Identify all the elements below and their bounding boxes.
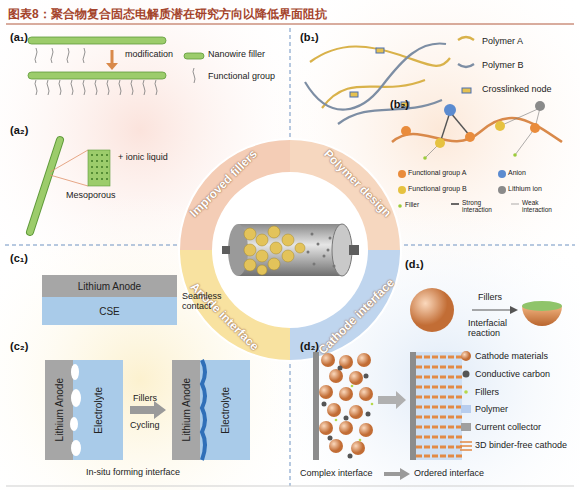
panel-label: (d₁) [405,258,424,271]
label-text: Polymer B [482,60,524,70]
label-text: Crosslinked node [482,84,552,94]
label-text: Interfacial reaction [468,318,528,339]
label-text: Anion [508,169,526,177]
node-text: Lithium Anode [54,378,65,441]
panel-label: (b₁) [300,31,319,44]
label-text: + ionic liquid [118,152,168,162]
label-text: Polymer A [482,36,523,46]
node-text: Lithium Anode [78,281,141,292]
panel-label: (a₁) [10,31,28,44]
label-text: Cycling [130,420,160,430]
label-text: Fillers [133,393,157,403]
figure-title: 图表8：聚合物复合固态电解质潜在研究方向以降低界面阻抗 [8,6,327,23]
panel-label: (c₂) [10,340,28,353]
label-text: Seamless contact [182,291,232,312]
label-text: Mesoporous [66,190,116,200]
label-text: Ordered interface [414,468,484,478]
node-text: CSE [99,306,120,317]
label-text: Cathode materials [475,351,548,361]
label-text: Functional group B [408,185,467,193]
layer-box: Lithium Anode [172,360,200,460]
layer-box: Electrolyte [200,360,250,460]
label-text: modification [125,49,173,59]
panel-label: (c₁) [10,252,28,265]
label-text: Current collector [475,422,541,432]
panel-label: (a₂) [10,124,28,137]
label-text: Fillers [478,292,502,302]
label-text: Nanowire filler [208,49,265,59]
label-text: Filler [405,201,419,208]
node-text: Lithium Anode [181,378,192,441]
label-text: Conductive carbon [475,369,550,379]
label-text: Complex interface [300,468,373,478]
layer-box: Electrolyte [73,360,123,460]
layer-box: Lithium Anode [45,360,73,460]
layer-box: Lithium Anode [42,275,177,297]
label-text: Polymer [475,404,508,414]
label-text: Strong interaction [462,199,500,214]
panel-label: (b₂) [390,98,409,111]
node-text: Electrolyte [220,387,231,434]
label-text: 3D binder-free cathode [475,440,567,450]
label-text: Fillers [475,387,499,397]
label-text: Functional group A [408,169,466,177]
panel-label: (d₂) [300,340,319,353]
layer-box: CSE [42,297,177,325]
node-text: Electrolyte [93,387,104,434]
label-text: Lithium ion [508,185,542,193]
label-text: Weak interaction [522,199,562,214]
label-text: Functional group [208,71,275,81]
label-text: In-situ forming interface [86,467,180,477]
